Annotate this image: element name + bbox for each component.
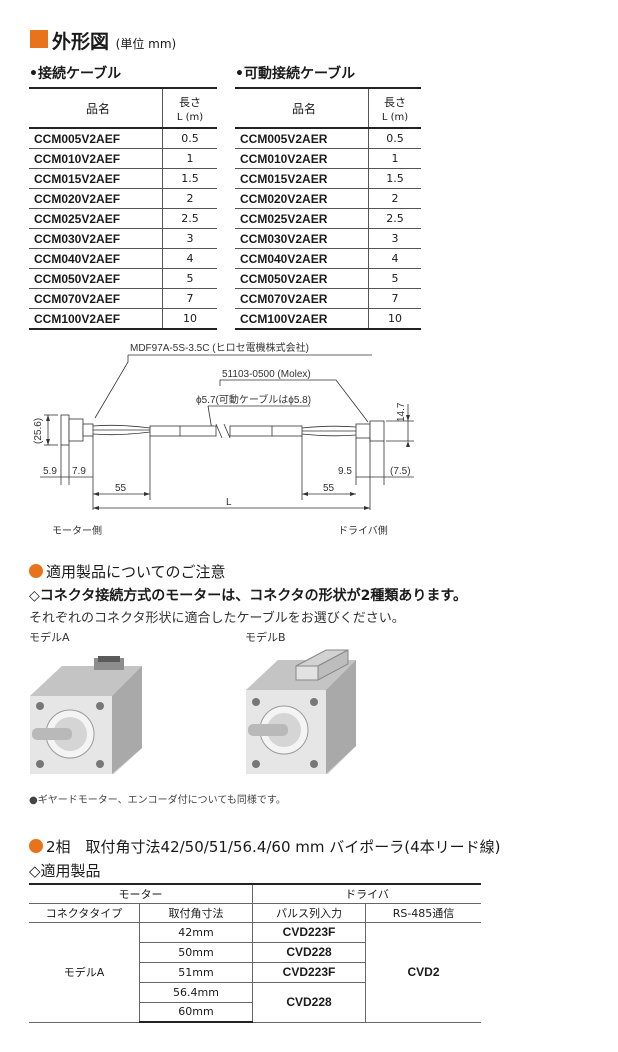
table-row: 51mm CVD223F <box>29 961 481 983</box>
product-heading: 2相 取付角寸法42/50/51/56.4/60 mm バイポーラ(4本リード線… <box>29 836 501 857</box>
table-row: 56.4mm CVD228 <box>29 981 481 1023</box>
dim-5-9: 5.9 <box>43 466 57 477</box>
motor-connector-label: MDF97A-5S-3.5C (ヒロセ電機株式会社) <box>130 341 309 354</box>
motor-side-label: モーター側 <box>52 524 102 537</box>
conn-type-cell: モデルA <box>29 921 140 1023</box>
dim-7-5: (7.5) <box>390 466 411 477</box>
section-marker <box>30 30 48 48</box>
section-title: 外形図 (単位 mm) <box>52 27 176 54</box>
notes-heading: 適用製品についてのご注意 <box>29 561 226 582</box>
hdr-mount: 取付角寸法 <box>139 902 253 923</box>
cable-table-2-title: •可動接続ケーブル <box>235 66 356 82</box>
driver-connector-label: 51103-0500 (Molex) <box>222 369 311 380</box>
motor-model-a-image <box>30 656 142 774</box>
table-row: モデルA 42mm CVD223F CVD2 <box>29 921 481 1023</box>
dim-7-9: 7.9 <box>72 466 86 477</box>
hdr-pulse: パルス列入力 <box>252 902 366 923</box>
hdr-conn-type: コネクタタイプ <box>29 902 140 923</box>
dim-55-right: 55 <box>323 483 335 494</box>
dim-55-left: 55 <box>115 483 127 494</box>
hdr-rs485: RS-485通信 <box>365 902 481 923</box>
section-title-text: 外形図 <box>52 31 110 53</box>
bullet-dot-icon <box>29 839 43 853</box>
notes-footnote: ●ギヤードモーター、エンコーダ付についても同様です。 <box>29 795 286 806</box>
notes-line-2: それぞれのコネクタ形状に適合したケーブルをお選びください。 <box>29 611 405 626</box>
cable-dimension-drawing: MDF97A-5S-3.5C (ヒロセ電機株式会社) 51103-0500 (M… <box>33 341 414 537</box>
dim-25-6: (25.6) <box>33 418 44 444</box>
model-b-label: モデルB <box>245 631 286 644</box>
hdr-motor: モーター <box>29 883 253 904</box>
motor-model-b-image <box>246 649 356 774</box>
applicable-products-table: モーター ドライバ コネクタタイプ 取付角寸法 パルス列入力 RS-485通信 … <box>29 883 481 1023</box>
dim-14-7: 14.7 <box>396 402 407 422</box>
bullet-dot-icon <box>29 564 43 578</box>
cable-table-1-title: •接続ケーブル <box>29 66 122 82</box>
dim-9-5: 9.5 <box>338 466 352 477</box>
rs485-cell: CVD2 <box>365 921 481 1023</box>
col-name-header: 品名 <box>29 87 163 129</box>
section-unit: (単位 mm) <box>115 37 177 51</box>
model-a-label: モデルA <box>29 631 70 644</box>
cable-diameter-label: ϕ5.7(可動ケーブルはϕ5.8) <box>196 393 311 406</box>
driver-side-label: ドライバ側 <box>338 524 388 537</box>
table-row: 60mm <box>29 1001 481 1023</box>
notes-line-1: ◇コネクタ接続方式のモーターは、コネクタの形状が2種類あります。 <box>29 588 467 604</box>
dim-L: L <box>226 497 232 508</box>
hdr-driver: ドライバ <box>252 883 481 904</box>
product-subheading: ◇適用製品 <box>29 862 101 880</box>
col-name-header: 品名 <box>235 87 369 129</box>
